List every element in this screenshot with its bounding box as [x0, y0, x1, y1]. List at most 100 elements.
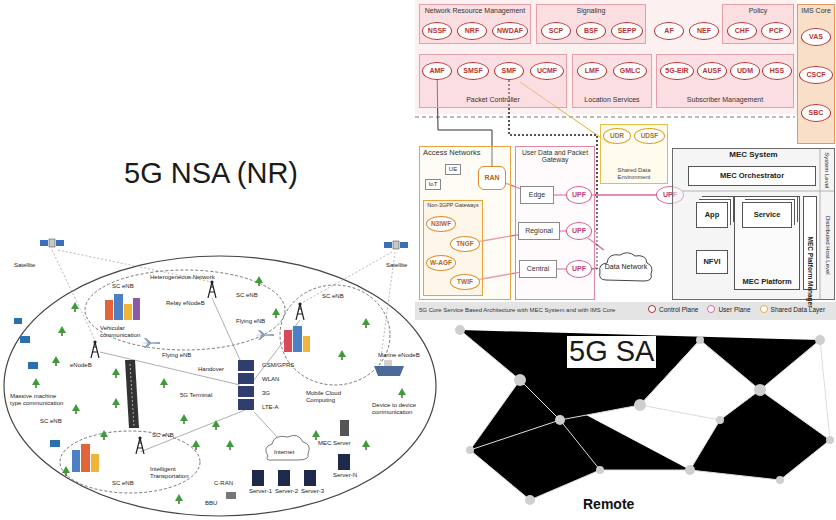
illustration-label: LTE-A: [262, 404, 279, 411]
network-illustration-part: [100, 430, 108, 440]
label-holder: Satellite: [386, 262, 407, 269]
shared-data-panel: Shared Data EnvironmentUDRUDSF: [600, 124, 668, 184]
network-function: SMF: [494, 62, 524, 80]
illustration-label: 3G: [262, 390, 270, 397]
illustration-label: Device to device communication: [372, 402, 422, 415]
network-illustration-part-part: [20, 336, 30, 343]
label-holder: SC eNB: [40, 418, 62, 425]
network-illustration-part: [208, 280, 216, 298]
node-label: RAN: [484, 174, 499, 182]
node-label: SMSF: [463, 67, 482, 75]
illustration-label: Server-3: [301, 488, 324, 495]
network-illustration-part: [40, 239, 64, 247]
node-label: NRF: [465, 27, 479, 35]
legend-text: Control Plane: [659, 306, 698, 313]
mec-box: NFVI: [696, 250, 728, 274]
label-holder: SC eNB: [236, 292, 258, 299]
network-function: HSS: [762, 62, 792, 80]
label-holder: SC eNB: [112, 283, 134, 290]
node-label: Regional: [525, 227, 553, 235]
node-label: CSCF: [806, 71, 825, 79]
network-illustration-part: [180, 414, 188, 424]
group-heading: MEC Platform: [742, 278, 791, 286]
label-holder: Device to device communication: [372, 402, 422, 415]
label-holder: SC eNB: [322, 293, 344, 300]
network-illustration-part: [255, 276, 263, 286]
node-label: AF: [664, 27, 673, 35]
label-holder: Heterogeneous Network: [150, 274, 215, 281]
illustration-label: Intelligent Transportation: [150, 466, 202, 479]
node-label: UDM: [737, 67, 753, 75]
network-function: SCP: [541, 22, 571, 40]
function-group: SignalingSCPBSFSEPP: [536, 4, 646, 44]
network-function: PCF: [761, 22, 791, 40]
legend-swatch: [760, 305, 768, 313]
network-background-part-part: [826, 436, 834, 444]
network-illustration-part-part: [238, 386, 254, 397]
gateway-function: TNGF: [450, 236, 480, 252]
network-function: BSF: [576, 22, 606, 40]
node-label: UE: [449, 166, 457, 173]
node-label: AUSF: [702, 67, 721, 75]
stacked-box: Service: [742, 202, 792, 228]
network-function: NEF: [689, 22, 719, 40]
site-box: Edge: [520, 186, 554, 204]
network-illustration-part: [362, 318, 370, 328]
illustration-label: SC eNB: [236, 292, 258, 299]
illustration-label: Server-1: [249, 488, 272, 495]
illustration-label: Server-2: [275, 488, 298, 495]
upf-ellipse: UPF: [566, 222, 592, 240]
node-label: Data Network: [605, 263, 647, 271]
group-heading: Location Services: [584, 96, 639, 104]
illustration-label: C-RAN: [214, 480, 233, 487]
illustration-label: Handover: [198, 366, 224, 373]
node-label: UDR: [610, 132, 624, 139]
network-illustration-part: [175, 494, 183, 504]
illustration-label: Flying eNB: [162, 352, 191, 359]
network-illustration-part: [212, 420, 220, 430]
network-illustration-part: [91, 340, 99, 358]
network-function: CSCF: [799, 66, 833, 84]
illustration-label: Distributed Host Level: [824, 216, 831, 275]
cloud-shape: [600, 253, 652, 281]
illustration-label: SC eNB: [112, 283, 134, 290]
network-illustration-part: [71, 302, 79, 312]
node-label: TWIF: [457, 278, 473, 285]
node-label: SCP: [549, 27, 563, 35]
gateway-function: N3IWF: [426, 216, 456, 232]
label-holder: Mobile Cloud Computing: [306, 390, 358, 403]
illustration-label: SC eNB: [322, 293, 344, 300]
legend-item: Shared Data Layer: [760, 305, 826, 313]
illustration-label: BBU: [205, 500, 217, 507]
network-function: NSSF: [422, 22, 452, 40]
function-group: PolicyCHFPCF: [722, 4, 794, 44]
node-label: Service: [754, 211, 781, 219]
label-holder: Intelligent Transportation: [150, 466, 202, 479]
network-function: AMF: [422, 62, 452, 80]
data-function: UDSF: [634, 128, 665, 144]
network-background-part-part: [466, 446, 474, 454]
network-illustration-part: [112, 368, 120, 378]
stacked-box: App: [696, 202, 728, 228]
function-group: Subscriber Management5G-EIRAUSFUDMHSS: [656, 54, 794, 108]
group-heading: MEC System: [729, 151, 777, 160]
network-function: UDM: [730, 62, 760, 80]
network-illustration-part-part: [238, 360, 254, 371]
site-box: Central: [519, 260, 557, 278]
label-holder: GSM/GPRS: [262, 362, 294, 369]
node-label: SEPP: [618, 27, 637, 35]
access-panel: Access NetworksUEIoTRANNon-3GPP Gateways…: [419, 146, 511, 300]
label-holder: Marine eNodeB: [378, 352, 420, 359]
node-label: SBC: [809, 109, 824, 117]
network-illustration-part: [72, 450, 80, 472]
network-function: GMLC: [613, 62, 647, 80]
network-illustration-part: [398, 388, 406, 398]
illustration-label: SC eNB: [40, 418, 62, 425]
label-holder: SC eNB: [152, 432, 174, 439]
mec-platform-box: MEC Platform Service: [734, 196, 800, 290]
label-holder: SC eNB: [112, 480, 134, 487]
node-label: MEC Orchestrator: [720, 172, 784, 180]
group-heading: Policy: [749, 7, 768, 15]
network-illustration-part: [284, 330, 292, 352]
group-heading: Access Networks: [423, 149, 481, 157]
